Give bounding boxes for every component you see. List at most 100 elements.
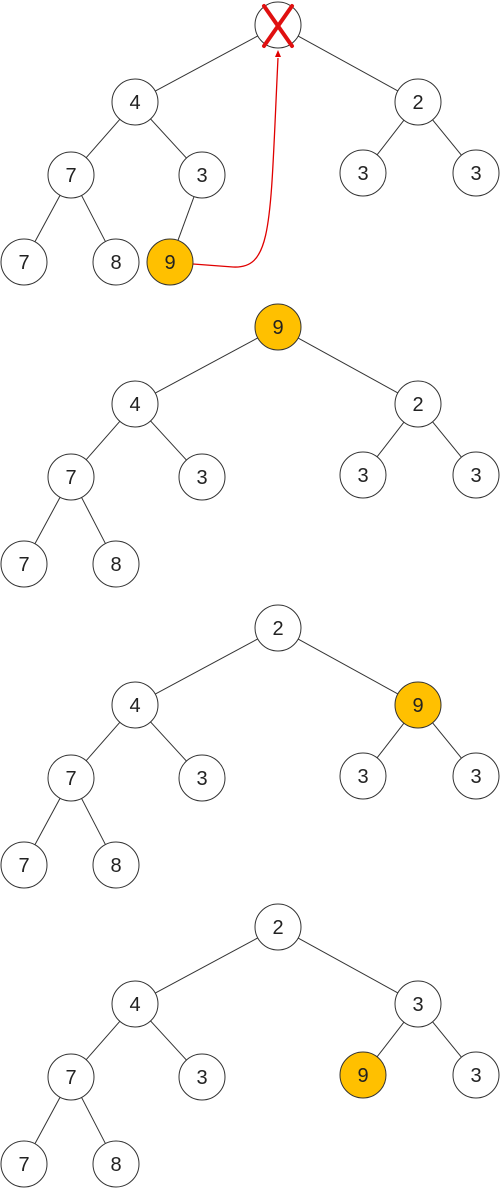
tree-node-rl: 9: [339, 1051, 387, 1099]
node-value: 7: [65, 1067, 76, 1089]
node-value: 3: [470, 1065, 481, 1087]
tree-node-l: 4: [111, 980, 159, 1028]
node-circle: [452, 149, 500, 197]
tree-node-r: 2: [394, 78, 442, 126]
node-value: 7: [65, 467, 76, 489]
tree-node-ll: 7: [47, 1053, 95, 1101]
node-circle: [92, 1140, 140, 1188]
tree-node-root: 2: [254, 604, 302, 652]
tree-node-rl: 3: [339, 149, 387, 197]
tree-node-lr: 3: [178, 1053, 226, 1101]
tree-edge: [376, 119, 405, 156]
tree-node-rl: 3: [339, 752, 387, 800]
tree-edge: [432, 1021, 462, 1058]
tree-edge: [155, 937, 258, 994]
node-value: 3: [196, 768, 207, 790]
node-circle: [452, 451, 500, 499]
node-circle: [111, 681, 159, 729]
tree-edge: [177, 196, 195, 241]
node-value: 4: [129, 994, 140, 1016]
tree-node-llr: 8: [92, 841, 140, 889]
node-value: 3: [470, 163, 481, 185]
node-value: 9: [272, 317, 283, 339]
node-circle: [394, 78, 442, 126]
node-value: 9: [412, 695, 423, 717]
tree-node-root: 2: [254, 903, 302, 951]
tree-edge: [34, 1096, 61, 1145]
tree-edge: [376, 1021, 405, 1058]
node-circle: [254, 604, 302, 652]
tree-edge: [297, 638, 399, 695]
node-circle: [111, 380, 159, 428]
node-value: 8: [110, 252, 121, 274]
tree-node-r: 3: [394, 980, 442, 1028]
tree-node-lr: 3: [178, 754, 226, 802]
tree-node-rr: 3: [452, 451, 500, 499]
tree-edge: [150, 1020, 187, 1061]
node-value: 8: [110, 1154, 121, 1176]
node-circle: [47, 1053, 95, 1101]
node-value: 7: [18, 855, 29, 877]
node-circle: [394, 681, 442, 729]
node-circle: [339, 1051, 387, 1099]
node-circle: [0, 540, 48, 588]
tree-node-lll: 7: [0, 1140, 48, 1188]
tree-edge: [85, 721, 121, 762]
node-circle: [92, 540, 140, 588]
node-circle: [0, 1140, 48, 1188]
tree-node-lr: 3: [178, 453, 226, 501]
tree-node-l: 4: [111, 78, 159, 126]
node-value: 7: [65, 768, 76, 790]
node-circle: [0, 841, 48, 889]
tree-edge: [155, 35, 258, 92]
node-value: 2: [272, 917, 283, 939]
tree-edge: [81, 195, 106, 242]
node-value: 4: [129, 92, 140, 114]
tree-edge: [34, 496, 61, 545]
node-circle: [92, 841, 140, 889]
tree-node-l: 4: [111, 380, 159, 428]
tree-edge: [85, 118, 121, 159]
tree-edge: [150, 420, 187, 461]
tree-node-r: 2: [394, 380, 442, 428]
tree-edge: [81, 798, 106, 845]
node-value: 3: [357, 163, 368, 185]
node-circle: [47, 453, 95, 501]
node-value: 7: [65, 165, 76, 187]
node-value: 2: [272, 618, 283, 640]
tree-edge: [155, 337, 258, 394]
tree-node-lll: 7: [0, 238, 48, 286]
tree-edge: [432, 119, 462, 156]
tree-edge: [297, 35, 399, 92]
tree-node-llr: 8: [92, 540, 140, 588]
tree-edge: [85, 420, 121, 461]
node-circle: [178, 754, 226, 802]
tree-node-ll: 7: [47, 754, 95, 802]
tree-node-lr: 3: [178, 151, 226, 199]
heap-tree-step-4: 2 4 3 7 3 9 3 7 8: [0, 903, 500, 1188]
remove-x-icon: [262, 4, 294, 48]
node-value: 3: [357, 465, 368, 487]
tree-edge: [297, 337, 399, 394]
tree-node-rl: 3: [339, 451, 387, 499]
node-value: 3: [196, 165, 207, 187]
tree-edge: [34, 797, 61, 846]
node-circle: [339, 149, 387, 197]
tree-edge: [81, 497, 106, 544]
node-value: 3: [412, 994, 423, 1016]
tree-edge: [432, 421, 462, 458]
tree-edge: [376, 722, 405, 759]
node-circle: [47, 754, 95, 802]
node-circle: [178, 453, 226, 501]
node-circle: [339, 752, 387, 800]
node-value: 8: [110, 855, 121, 877]
node-circle: [178, 1053, 226, 1101]
node-circle: [339, 451, 387, 499]
tree-node-lll: 7: [0, 540, 48, 588]
tree-node-l: 4: [111, 681, 159, 729]
tree-edge: [34, 194, 61, 243]
tree-edge: [432, 722, 462, 759]
tree-node-root: [254, 1, 302, 49]
node-circle: [254, 303, 302, 351]
